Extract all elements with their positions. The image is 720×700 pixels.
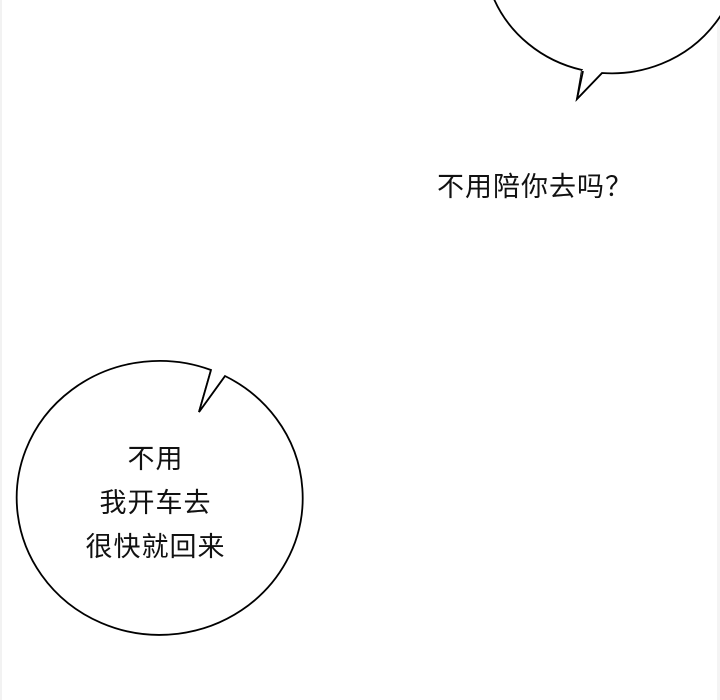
speech-line-3: 很快就回来	[85, 532, 226, 563]
panel-right-edge	[717, 0, 720, 700]
speech-text-top-right: 不用陪你去吗？	[437, 172, 633, 203]
speech-line-1: 不用	[127, 444, 184, 475]
speech-line-2: 我开车去	[99, 488, 212, 519]
panel-left-edge	[0, 0, 2, 700]
speech-bubble-bottom-left	[15, 360, 304, 636]
speech-text-bottom-left: 不用 我开车去 很快就回来	[13, 438, 298, 570]
speech-bubble-top-right	[493, 0, 720, 102]
